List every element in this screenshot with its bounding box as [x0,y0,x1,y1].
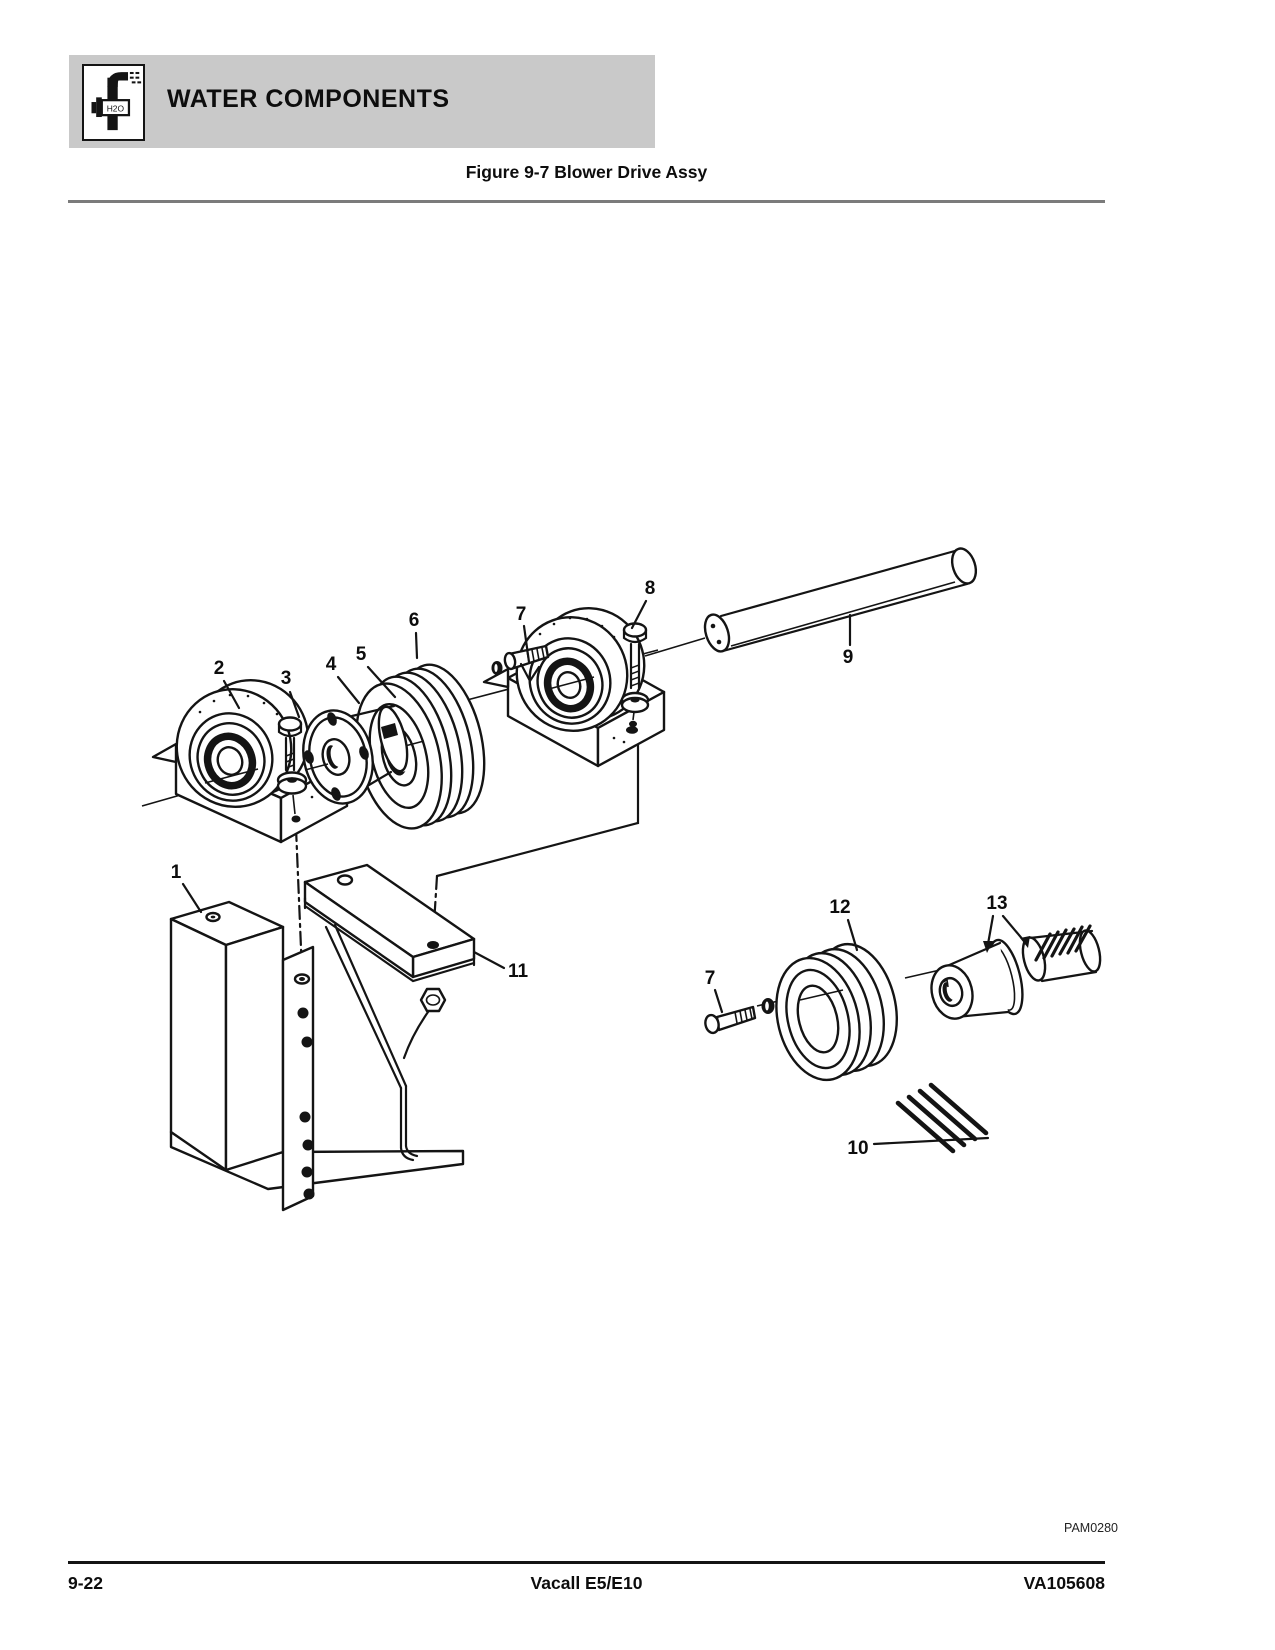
gusset-plate [324,923,419,1162]
water-faucet-icon: H2O [82,64,145,141]
callout-13: 13 [986,893,1007,914]
callout-3: 3 [281,668,292,689]
section-title: WATER COMPONENTS [167,85,450,113]
mounting-plate [303,863,476,983]
callout-4: 4 [326,654,337,675]
page-number: 9-22 [68,1573,104,1593]
callout-labels: 1 2 3 4 5 6 7 8 9 11 12 13 7 10 [171,578,1008,1159]
document-number: VA105608 [1023,1573,1105,1593]
blower-shaft [703,547,978,653]
section-banner: H2O WATER COMPONENTS [69,55,655,148]
bolt-lower-7 [704,998,775,1035]
callout-7: 7 [516,604,527,625]
pedestal-stand [169,900,465,1212]
figure-title: Figure 9-7 Blower Drive Assy [465,162,708,182]
bolt-left [276,716,308,823]
header-rule [68,200,1105,203]
callout-7b: 7 [705,968,716,989]
footer-rule [68,1561,1105,1564]
icon-label: H2O [107,103,125,113]
callout-2: 2 [214,658,225,679]
callout-10: 10 [847,1138,868,1159]
bolt-right [620,622,650,728]
pillow-block-bearing-right [482,607,666,768]
callout-6: 6 [409,610,420,631]
callout-1: 1 [171,862,182,883]
key-stock [872,1082,990,1154]
bushing-and-spline-shaft [930,924,1102,1020]
callout-11: 11 [508,961,529,982]
hex-nut [402,987,447,1060]
callout-leaders [181,599,1030,1014]
artwork-code: PAM0280 [1064,1521,1118,1535]
callout-8: 8 [645,578,656,599]
driven-pulley [775,942,899,1082]
callout-9: 9 [843,647,854,668]
footer-model: Vacall E5/E10 [530,1573,643,1593]
hub-and-bushing [302,704,409,805]
callout-12: 12 [829,897,850,918]
callout-5: 5 [356,644,367,665]
